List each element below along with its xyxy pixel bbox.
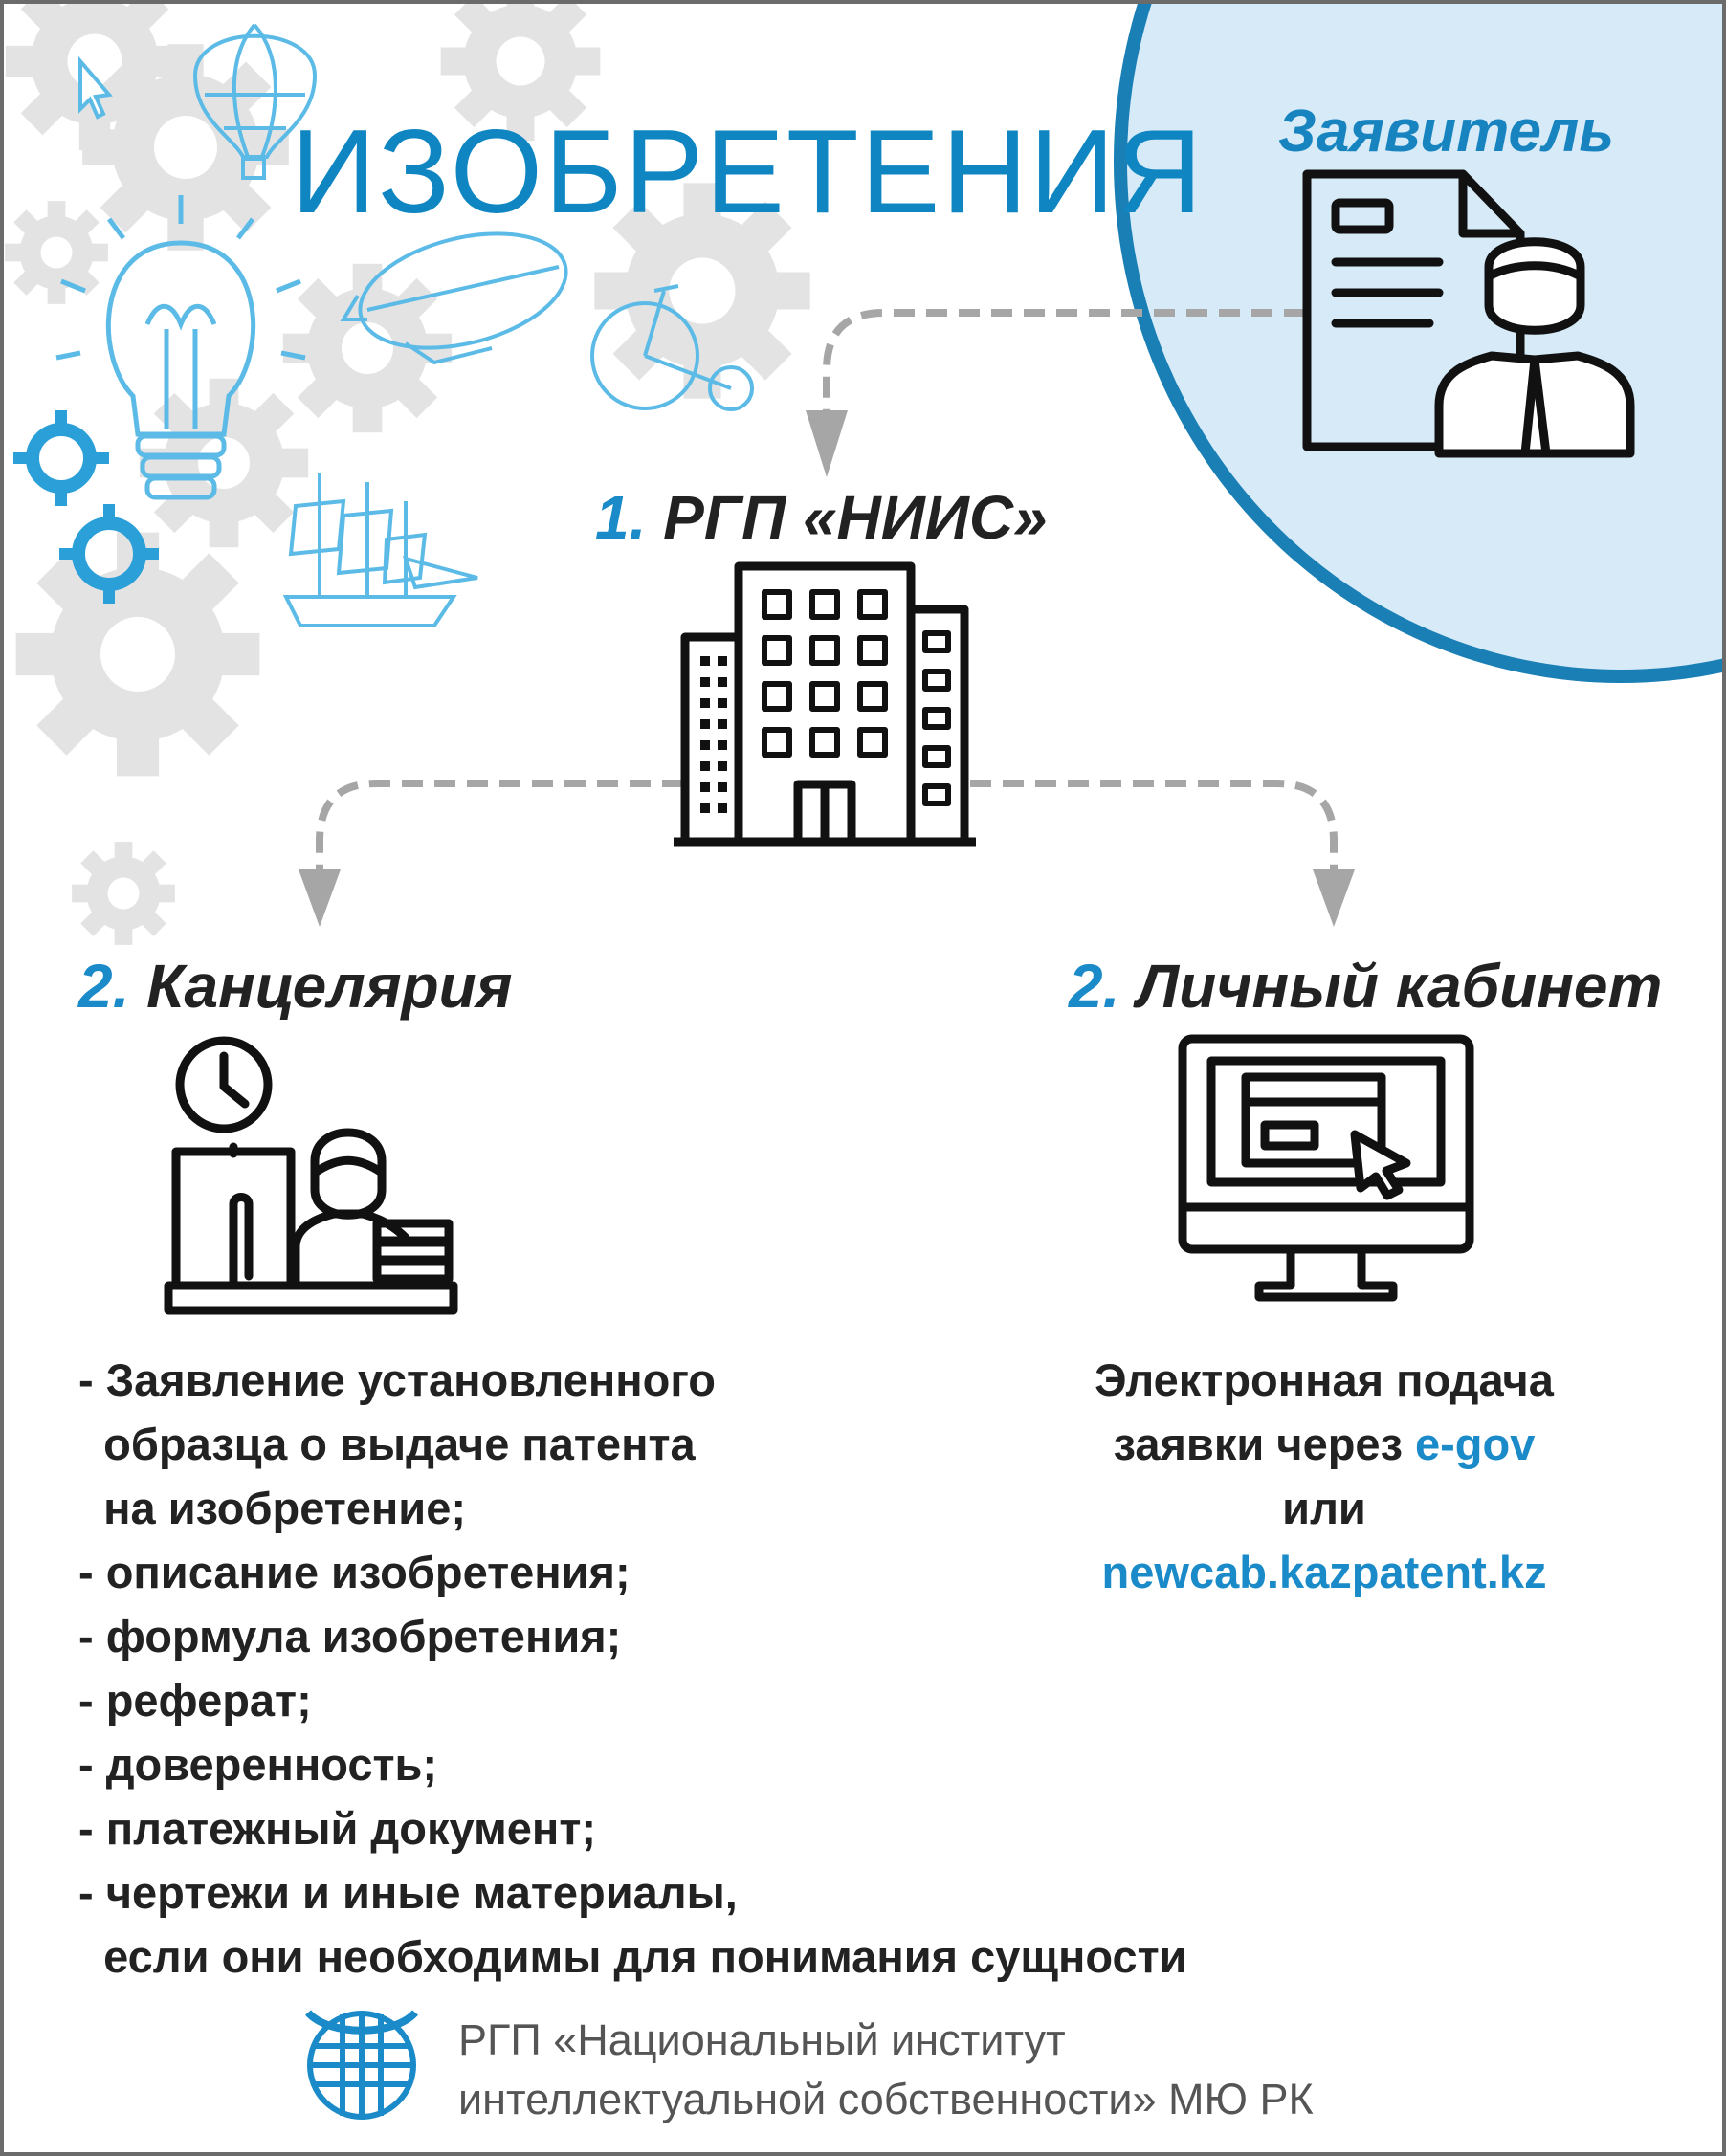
list-item: образца о выдаче патента xyxy=(78,1419,696,1469)
connector-applicant-niis xyxy=(823,309,1305,410)
step-office-label: Канцелярия xyxy=(146,952,513,1021)
page-title: ИЗОБРЕТЕНИЯ xyxy=(291,106,1205,238)
office-documents-list: - Заявление установленного образца о выд… xyxy=(78,1348,1187,1989)
blue-gear-icon xyxy=(26,423,146,591)
connector-arrowheads xyxy=(299,410,1355,927)
computer-monitor-icon xyxy=(1178,1034,1474,1302)
applicant-document-icon xyxy=(1302,169,1635,458)
applicant-label: Заявитель xyxy=(1278,99,1615,165)
diagram-artwork xyxy=(5,4,1635,2120)
list-item: - чертежи и иные материалы, xyxy=(78,1867,738,1918)
niis-logo-icon xyxy=(305,2010,418,2120)
list-item: - доверенность; xyxy=(78,1739,438,1790)
newcab-link[interactable]: newcab.kazpatent.kz xyxy=(1101,1547,1547,1597)
organization-line-1: РГП «Национальный институт xyxy=(458,2015,1066,2064)
list-item: - Заявление установленного xyxy=(78,1354,717,1405)
list-item: - описание изобретения; xyxy=(78,1547,631,1597)
step-niis-label: РГП «НИИС» xyxy=(663,483,1048,552)
cabinet-line-3: или xyxy=(1282,1483,1366,1533)
list-item: на изобретение; xyxy=(78,1483,466,1533)
step-office-number: 2. xyxy=(78,952,130,1021)
connector-lines xyxy=(316,309,1338,869)
airship-icon xyxy=(340,231,568,365)
office-worker-icon xyxy=(164,1036,458,1315)
bicycle-icon xyxy=(590,284,754,411)
list-item: - реферат; xyxy=(78,1675,312,1726)
connector-niis-cabinet xyxy=(970,780,1338,869)
list-item: если они необходимы для понимания сущнос… xyxy=(78,1931,1187,1982)
light-bulb-icon xyxy=(55,195,306,500)
step-office-heading: 2. Канцелярия xyxy=(78,951,512,1022)
connector-niis-office xyxy=(316,780,683,869)
step-cabinet-heading: 2. Личный кабинет xyxy=(1069,951,1662,1022)
organization-name: РГП «Национальный институт интеллектуаль… xyxy=(458,2011,1314,2129)
cabinet-description: Электронная подача заявки через e-gov ил… xyxy=(1037,1348,1611,1604)
egov-link[interactable]: e-gov xyxy=(1415,1419,1536,1469)
step-cabinet-label: Личный кабинет xyxy=(1137,952,1663,1021)
sailing-ship-icon xyxy=(282,473,478,627)
cabinet-line-2: заявки через e-gov xyxy=(1037,1412,1611,1476)
cabinet-line-1: Электронная подача xyxy=(1095,1354,1554,1405)
organization-line-2: интеллектуальной собственности» МЮ РК xyxy=(458,2075,1314,2123)
office-building-icon xyxy=(674,561,976,847)
cursor-icon xyxy=(78,55,113,120)
list-item: - платежный документ; xyxy=(78,1803,596,1854)
step-cabinet-number: 2. xyxy=(1069,952,1120,1021)
step-niis-heading: 1. РГП «НИИС» xyxy=(595,482,1048,553)
cabinet-line-2-prefix: заявки через xyxy=(1113,1419,1415,1469)
balloon-icon xyxy=(192,23,318,180)
list-item: - формула изобретения; xyxy=(78,1611,622,1661)
step-niis-number: 1. xyxy=(595,483,647,552)
